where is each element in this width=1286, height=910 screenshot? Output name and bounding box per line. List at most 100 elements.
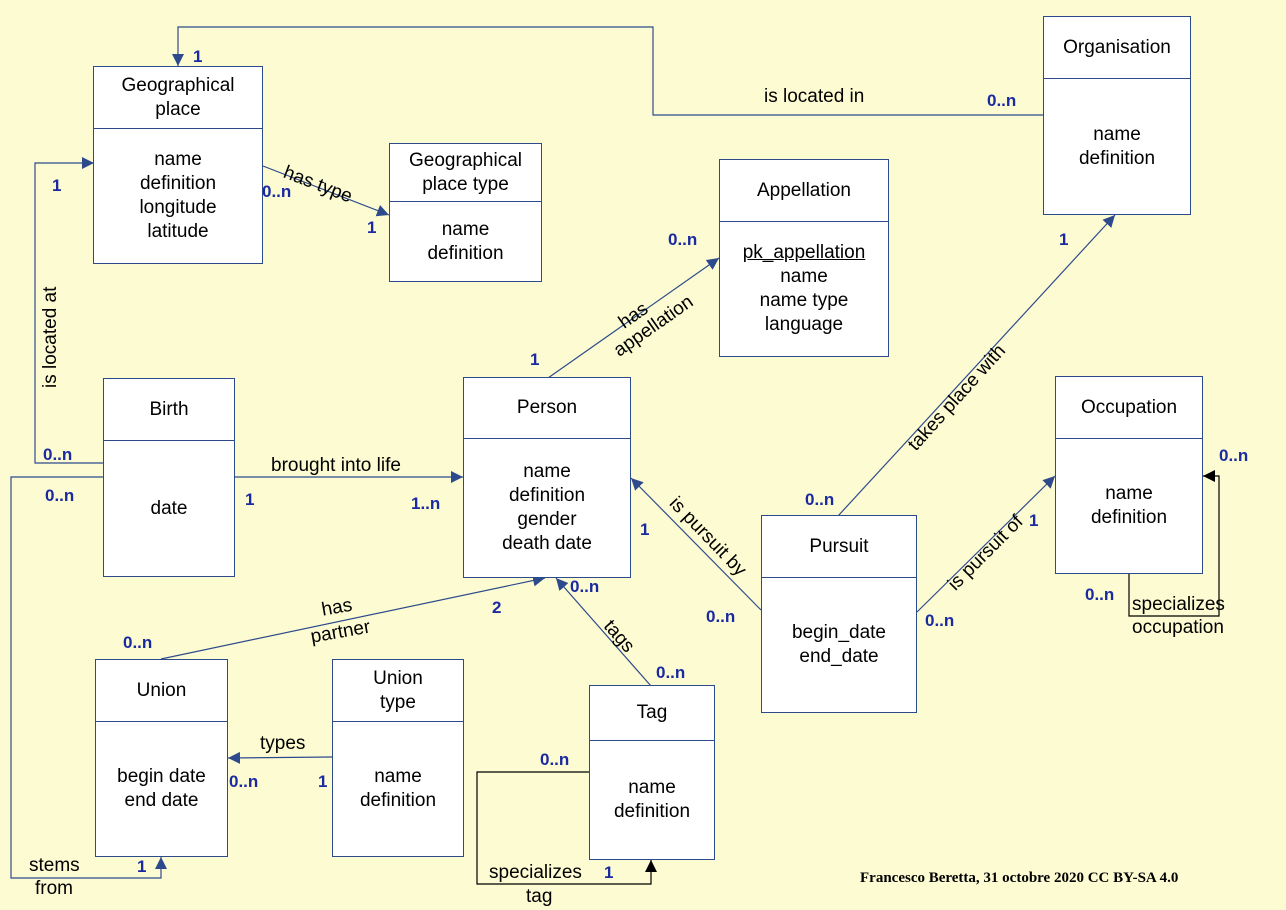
title-line: Organisation [1063, 36, 1171, 58]
card-specializes-tag-from: 0..n [540, 750, 570, 769]
card-brought-into-life-to: 1..n [411, 494, 441, 513]
title-line: place [155, 98, 201, 120]
entity-attributes: date [104, 441, 234, 576]
entity-title: Appellation [720, 160, 888, 222]
card-is-located-at-to: 1 [52, 176, 62, 195]
attr: begin_date [791, 622, 887, 643]
label-stems-from-2: from [35, 878, 73, 899]
attr: end date [124, 790, 199, 811]
card-specializes-occupation-to: 0..n [1219, 446, 1249, 465]
attr: name [1093, 123, 1141, 145]
entity-attributes: name definition longitude latitude [94, 129, 262, 263]
line-is-located-at [34, 157, 103, 464]
title-line: Occupation [1080, 396, 1178, 418]
line-specializes-tag [476, 771, 657, 885]
entity-title: Tag [590, 686, 714, 741]
card-brought-into-life-from: 1 [245, 490, 255, 509]
card-is-pursuit-of-from: 0..n [925, 611, 955, 630]
card-stems-from-to: 1 [137, 857, 147, 876]
label-is-located-in: is located in [764, 86, 865, 107]
title-line: Union [373, 667, 423, 689]
entity-title: Geographical place [94, 67, 262, 129]
attr: definition [508, 485, 586, 506]
line-is-pursuit-by [630, 477, 762, 611]
card-specializes-occupation-from: 0..n [1085, 585, 1115, 604]
entity-tag: Tag name definition [589, 685, 715, 860]
title-line: place type [422, 173, 509, 195]
attr: definition [359, 790, 437, 811]
entity-attributes: name definition [590, 741, 714, 859]
entity-attributes: pk_appellation name name type language [720, 222, 888, 356]
entity-title: Geographical place type [390, 144, 541, 202]
card-is-pursuit-by-from: 0..n [706, 607, 736, 626]
label-specializes-tag-2: tag [526, 886, 553, 907]
label-specializes-tag-1: specializes [489, 862, 582, 883]
attr: language [764, 314, 844, 335]
line-takes-place-with [837, 214, 1116, 517]
entity-person: Person name definition gender death date [463, 377, 631, 578]
card-stems-from-from: 0..n [45, 486, 75, 505]
entity-attributes: name definition [1044, 79, 1190, 214]
attr: gender [517, 509, 577, 530]
card-types-to: 0..n [229, 772, 259, 791]
card-has-type-to: 1 [367, 218, 377, 237]
title-line: Geographical [121, 74, 235, 96]
line-stems-from [10, 476, 167, 879]
label-brought-into-life: brought into life [271, 455, 401, 476]
title-line: Union [136, 679, 187, 701]
label-stems-from-1: stems [29, 855, 80, 876]
card-is-located-in-to: 1 [193, 47, 203, 66]
entity-attributes: name definition [390, 202, 541, 281]
title-line: Tag [636, 702, 668, 723]
primary-key-attr: pk_appellation [742, 242, 866, 263]
attr: definition [427, 242, 504, 264]
entity-attributes: begin_date end_date [762, 578, 916, 712]
line-types [227, 751, 333, 764]
attr: definition [1078, 147, 1156, 169]
attr: name [441, 218, 490, 240]
line-specializes-occupation [1128, 470, 1220, 617]
card-takes-place-with-from: 0..n [805, 490, 835, 509]
line-has-partner [160, 574, 546, 660]
entity-attributes: begin date end date [96, 722, 227, 856]
title-line: Person [516, 397, 578, 418]
attr: definition [1090, 507, 1168, 528]
card-is-located-at-from: 0..n [43, 445, 73, 464]
credit-text: Francesco Beretta, 31 octobre 2020 CC BY… [860, 870, 1179, 886]
label-specializes-occupation-1: specializes [1132, 594, 1225, 615]
entity-attributes: name definition [1056, 439, 1202, 573]
card-specializes-tag-to: 1 [604, 863, 614, 882]
attr: name type [759, 290, 849, 311]
entity-geographical-place-type: Geographical place type name definition [389, 143, 542, 282]
entity-geographical-place: Geographical place name definition longi… [93, 66, 263, 264]
attr: definition [139, 173, 217, 194]
line-is-pursuit-of [916, 475, 1056, 613]
entity-title: Birth [104, 379, 234, 441]
attr: definition [613, 801, 691, 822]
attr: death date [502, 533, 592, 554]
title-line: Geographical [408, 149, 523, 171]
card-is-located-in-from: 0..n [987, 91, 1017, 110]
attr: begin date [117, 766, 206, 787]
line-tags [555, 577, 652, 687]
card-has-partner-to: 2 [492, 598, 502, 617]
attr: longitude [139, 197, 217, 218]
card-tags-to: 0..n [570, 577, 600, 596]
card-has-partner-from: 0..n [123, 633, 153, 652]
title-line: Birth [149, 398, 189, 420]
attr: name [628, 777, 676, 798]
card-has-type-from: 0..n [262, 182, 292, 201]
attr: latitude [147, 221, 209, 242]
card-tags-from: 0..n [656, 663, 686, 682]
entity-title: Union [96, 660, 227, 722]
card-types-from: 1 [318, 772, 328, 791]
entity-title: Person [464, 378, 630, 439]
entity-occupation: Occupation name definition [1055, 376, 1203, 574]
entity-title: Occupation [1056, 377, 1202, 439]
entity-attributes: name definition [333, 722, 463, 856]
entity-title: Pursuit [762, 516, 916, 578]
attr: name [780, 266, 828, 287]
entity-pursuit: Pursuit begin_date end_date [761, 515, 917, 713]
title-line: Pursuit [809, 535, 869, 557]
